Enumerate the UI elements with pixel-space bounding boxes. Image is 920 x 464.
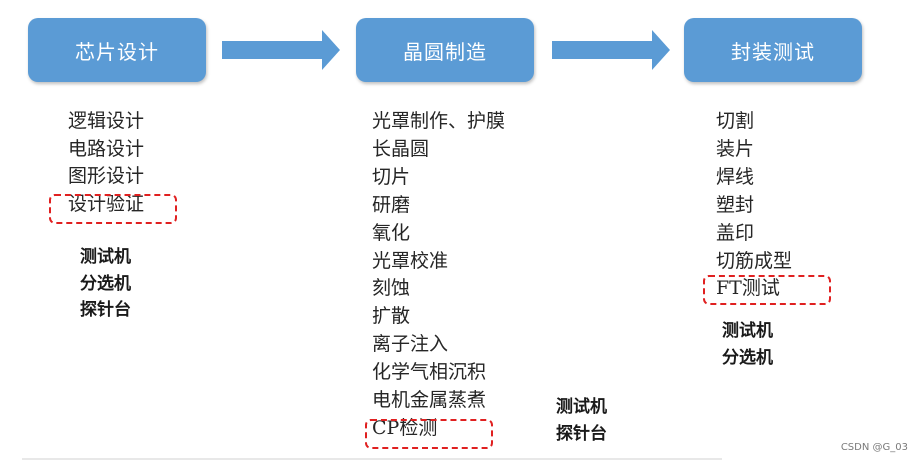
step-item: 盖印: [716, 221, 755, 244]
step-item: 切片: [372, 165, 411, 188]
stage-box-packaging-test: 封装测试: [684, 18, 862, 82]
equipment-item: 分选机: [80, 273, 131, 294]
step-item: 扩散: [372, 305, 411, 328]
equipment-item: 测试机: [556, 397, 607, 417]
step-item: 氧化: [372, 221, 411, 244]
stage-title: 晶圆制造: [403, 39, 487, 64]
step-list-packaging-test: 切割 装片 焊线 塑封 盖印 切筋成型 FT测试: [716, 108, 792, 303]
step-item: 逻辑设计: [68, 110, 145, 132]
equipment-item: 探针台: [556, 423, 607, 444]
step-item: 刻蚀: [372, 277, 411, 300]
step-item: 装片: [716, 137, 755, 160]
step-list-wafer-fab: 光罩制作、护膜 长晶圆 切片 研磨 氧化 光罩校准 刻蚀 扩散 离子注入 化学气…: [372, 108, 505, 443]
step-item: 离子注入: [372, 333, 449, 356]
equipment-list-chip-design: 测试机 分选机 探针台: [80, 244, 131, 324]
equipment-list-packaging-test: 测试机 分选机: [722, 318, 773, 371]
step-item: 焊线: [716, 165, 755, 188]
equipment-list-wafer-fab: 测试机 探针台: [556, 394, 607, 447]
step-item: FT测试: [716, 277, 780, 300]
highlight-cp-test: [365, 419, 493, 449]
step-item: 化学气相沉积: [372, 361, 487, 384]
step-item: 塑封: [716, 193, 755, 216]
step-item: 光罩校准: [372, 249, 449, 272]
step-item: 电路设计: [68, 137, 145, 160]
bottom-divider: [22, 458, 722, 460]
step-item: 切筋成型: [716, 249, 793, 272]
step-item: 长晶圆: [372, 137, 430, 160]
equipment-item: 测试机: [722, 321, 773, 341]
step-item: 设计验证: [68, 193, 145, 216]
step-item: 研磨: [372, 193, 411, 216]
step-item: 图形设计: [68, 165, 145, 188]
watermark: CSDN @G_03: [840, 442, 908, 453]
equipment-item: 分选机: [722, 347, 773, 368]
highlight-ft-test: [703, 275, 831, 305]
step-item: CP检测: [372, 416, 438, 439]
highlight-design-verification: [49, 194, 177, 224]
stage-title: 芯片设计: [75, 39, 159, 64]
right-arrow-icon: [222, 30, 340, 70]
right-arrow-icon: [552, 30, 670, 70]
equipment-item: 探针台: [80, 300, 131, 320]
step-item: 切割: [716, 110, 755, 132]
step-list-chip-design: 逻辑设计 电路设计 图形设计 设计验证: [68, 108, 144, 219]
stage-box-chip-design: 芯片设计: [28, 18, 206, 82]
step-item: 光罩制作、护膜: [372, 110, 506, 132]
stage-title: 封装测试: [731, 39, 815, 64]
equipment-item: 测试机: [80, 247, 131, 267]
stage-box-wafer-fab: 晶圆制造: [356, 18, 534, 82]
step-item: 电机金属蒸煮: [372, 389, 487, 412]
